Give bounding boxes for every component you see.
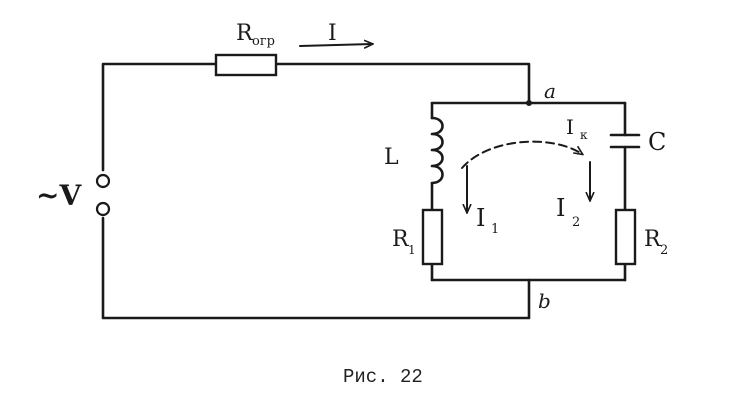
- resistor-r1: [421, 208, 444, 266]
- label-inductor: L: [384, 145, 399, 170]
- label-r2: R: [644, 227, 662, 252]
- label-r2-sub: 2: [660, 243, 668, 258]
- label-node-a: a: [544, 79, 556, 103]
- label-current-k-sub: к: [580, 128, 588, 142]
- outer-loop-wires: [101, 62, 531, 320]
- label-r1: R: [392, 227, 410, 252]
- label-current-1: I: [476, 204, 485, 232]
- label-r1-sub: 1: [408, 243, 416, 257]
- label-r-limit: R: [236, 21, 254, 46]
- label-current-2: I: [556, 194, 565, 222]
- source-terminals: [95, 173, 111, 217]
- parallel-branches: [430, 101, 627, 282]
- resistor-r2: [614, 208, 637, 266]
- limiting-resistor: [214, 53, 278, 77]
- label-current-k: I: [566, 115, 574, 139]
- label-current-main: I: [328, 21, 337, 46]
- capacitor-plates: [609, 133, 641, 149]
- figure-caption: Рис. 22: [343, 366, 423, 388]
- label-node-b: b: [538, 289, 551, 313]
- circulating-current-arc: [461, 140, 582, 169]
- label-current-1-sub: 1: [491, 222, 499, 237]
- label-current-2-sub: 2: [572, 215, 580, 230]
- current-arrow-main: [299, 44, 372, 46]
- label-r-limit-sub: огр: [252, 34, 275, 49]
- label-capacitor: C: [648, 128, 666, 156]
- inductor-coil: [430, 116, 444, 185]
- label-source: ~V: [36, 179, 82, 212]
